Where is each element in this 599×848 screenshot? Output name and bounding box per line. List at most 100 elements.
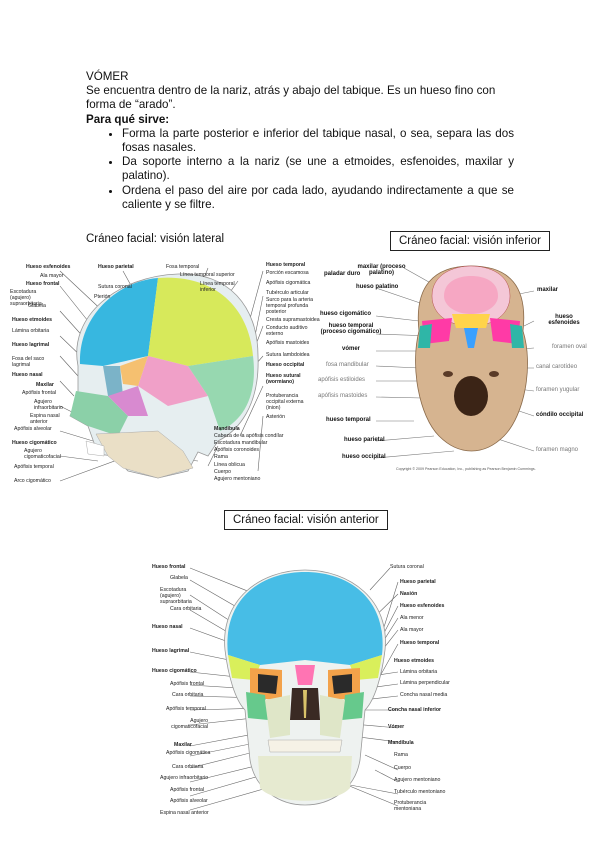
label-linea-oblicua: Línea oblicua (214, 462, 245, 468)
label-apofisis-alveolar: Apófisis alveolar (14, 426, 52, 432)
label-tuberculo-mentoniano: Tubérculo mentoniano (394, 789, 446, 795)
label-apofisis-cigomatica: Apófisis cigomática (166, 750, 211, 756)
label-maxilar: Maxilar (36, 382, 54, 388)
label-apofisis-frontal: Apófisis frontal (170, 681, 205, 687)
label-agujero-mentoniano: Agujero mentoniano (214, 476, 261, 482)
label-apofisis-alveolar: Apófisis alveolar (170, 798, 208, 804)
label-lamina-orbitaria: Lámina orbitaria (400, 669, 438, 675)
anterior-skull-figure: Hueso frontal Glabela Escotadura (agujer… (150, 560, 470, 820)
label-hueso-esfenoides: Hueso esfenoides (400, 603, 445, 609)
label-vomer: Vómer (388, 724, 405, 730)
label-hueso-cigomatico: hueso cigomático (320, 311, 372, 317)
label-hueso-frontal: Hueso frontal (26, 281, 60, 287)
intro-paragraph: Se encuentra dentro de la nariz, atrás y… (86, 84, 496, 112)
caption-anterior: Cráneo facial: visión anterior (224, 510, 388, 530)
label-glabela: Glabela (170, 575, 188, 581)
label-maxilar: Maxilar (174, 742, 192, 748)
subtitle: Para qué sirve: (86, 112, 170, 126)
label-porcion-escamosa: Porción escamosa (266, 270, 309, 276)
label-condilo-occipital: cóndilo occipital (536, 412, 584, 418)
inferior-skull-figure: paladar duro maxilar (proceso palatino) … (314, 256, 599, 476)
label-hueso-occipital: Hueso occipital (266, 362, 305, 368)
label-hueso-cigomatico: Hueso cigomático (152, 668, 197, 674)
label-hueso-esfenoides: hueso esfenoides (548, 314, 580, 326)
label-ala-mayor: Ala mayor (400, 627, 424, 633)
label-sutura-coronal: Sutura coronal (390, 564, 424, 570)
label-agujero-mentoniano: Agujero mentoniano (394, 777, 441, 783)
label-cuerpo: Cuerpo (394, 765, 412, 771)
label-ala-mayor: Ala mayor (40, 273, 64, 279)
label-tuberculo-articular: Tubérculo articular (266, 290, 309, 296)
label-escotadura-supraorbitaria: Escotadura (agujero) supraorbitaria (160, 587, 192, 605)
label-hueso-temporal-proceso-cigomatico: hueso temporal (proceso cigomático) (320, 323, 382, 335)
label-hueso-parietal: Hueso parietal (400, 579, 436, 585)
text-block: VÓMER Se encuentra dentro de la nariz, a… (86, 70, 514, 212)
label-protuberancia-occipital: Protuberancia occipital externa (inion) (266, 393, 304, 411)
label-escotadura-mandibular: Escotadura mandibular (214, 440, 268, 446)
bullet-item: Da soporte interno a la nariz (se une a … (122, 155, 514, 183)
label-canal-carotideo: canal carotídeo (536, 364, 578, 370)
label-fosa-mandibular: fosa mandibular (326, 362, 369, 368)
section-title: VÓMER (86, 70, 129, 83)
copyright-text: Copyright © 2009 Pearson Education, Inc.… (396, 467, 536, 471)
label-hueso-nasal: Hueso nasal (152, 624, 183, 630)
label-asterion: Asterión (266, 414, 286, 420)
label-sutura-lambdoidea: Sutura lambdoidea (266, 352, 310, 358)
label-escotadura-supraorbitaria: Escotadura (agujero) supraorbitaria (10, 289, 42, 307)
label-apofisis-frontal-2: Apófisis frontal (170, 787, 205, 793)
label-protuberancia-mentoniana: Protuberancia mentoniana (394, 800, 427, 812)
label-lamina-perpendicular: Lámina perpendicular (400, 680, 450, 686)
label-agujero-infraorbitario: Agujero infraorbitario (34, 399, 63, 411)
label-hueso-palatino: hueso palatino (356, 284, 399, 290)
label-apofisis-mastoides: apófisis mastoides (318, 393, 368, 399)
label-hueso-temporal: Hueso temporal (400, 640, 440, 646)
label-apofisis-temporal: Apófisis temporal (166, 706, 206, 712)
label-pterion: Pterión (94, 294, 111, 300)
label-cabeza-apofisis-condilar: Cabeza de la apófisis condílar (214, 433, 284, 439)
label-ala-menor: Ala menor (400, 615, 424, 621)
label-foramen-oval: foramen oval (552, 344, 587, 350)
label-fosa-saco-lagrimal: Fosa del saco lagrimal (12, 356, 45, 368)
label-surco-arteria-temporal: Surco para la arteria temporal profunda … (266, 297, 313, 315)
bullet-item: Forma la parte posterior e inferior del … (122, 127, 514, 155)
label-hueso-lagrimal: Hueso lagrimal (12, 342, 50, 348)
label-foramen-yugular: foramen yugular (536, 387, 580, 393)
label-arco-cigomatico: Arco cigomático (14, 478, 51, 484)
label-agujero-cigomaticofacial: Agujero cigomaticofacial (24, 448, 61, 460)
label-cuerpo: Cuerpo (214, 469, 232, 475)
lateral-skull-figure: Hueso esfenoides Ala mayor Hueso frontal… (8, 256, 320, 492)
label-apofisis-cigomatica: Apófisis cigomática (266, 280, 311, 286)
label-hueso-sutural: Hueso sutural (wormiano) (266, 373, 301, 385)
label-cresta-supramastoidea: Cresta supramastoidea (266, 317, 320, 323)
label-nasion: Nasión (400, 591, 418, 597)
label-mandibula: Mandíbula (388, 740, 414, 746)
label-fosa-temporal: Fosa temporal (166, 264, 200, 270)
label-hueso-occipital: hueso occipital (342, 454, 386, 460)
label-apofisis-coronoides: Apófisis coronoides (214, 447, 259, 453)
label-linea-temporal-superior: Línea temporal superior (180, 272, 235, 278)
label-concha-nasal-media: Concha nasal media (400, 692, 448, 698)
label-linea-temporal-inferior: Línea temporal inferior (200, 281, 235, 293)
caption-inferior: Cráneo facial: visión inferior (390, 231, 550, 251)
label-hueso-parietal: hueso parietal (344, 437, 385, 443)
inferior-skull-illustration (375, 265, 535, 459)
lateral-skull-illustration (59, 267, 264, 482)
label-hueso-etmoides: Hueso etmoides (12, 317, 53, 323)
label-glabela: Glabela (28, 303, 46, 309)
label-hueso-etmoides: Hueso etmoides (394, 658, 435, 664)
label-hueso-temporal: Hueso temporal (266, 262, 306, 268)
label-hueso-esfenoides: Hueso esfenoides (26, 264, 71, 270)
bullet-item: Ordena el paso del aire por cada lado, a… (122, 184, 514, 212)
label-apofisis-estiloides: apófisis estiloides (318, 377, 366, 383)
label-hueso-parietal: Hueso parietal (98, 264, 134, 270)
label-sutura-coronal: Sutura coronal (98, 284, 132, 290)
label-espina-nasal-anterior: Espina nasal anterior (30, 413, 60, 425)
label-vomer: vómer (342, 346, 361, 352)
label-hueso-temporal: hueso temporal (326, 417, 371, 423)
label-rama: Rama (214, 454, 228, 460)
label-concha-nasal-inferior: Concha nasal inferior (388, 707, 442, 713)
label-rama: Rama (394, 752, 408, 758)
label-hueso-nasal: Hueso nasal (12, 372, 43, 378)
label-cara-orbitaria: Cara orbitaria (170, 606, 202, 612)
anterior-skull-illustration (189, 567, 399, 811)
